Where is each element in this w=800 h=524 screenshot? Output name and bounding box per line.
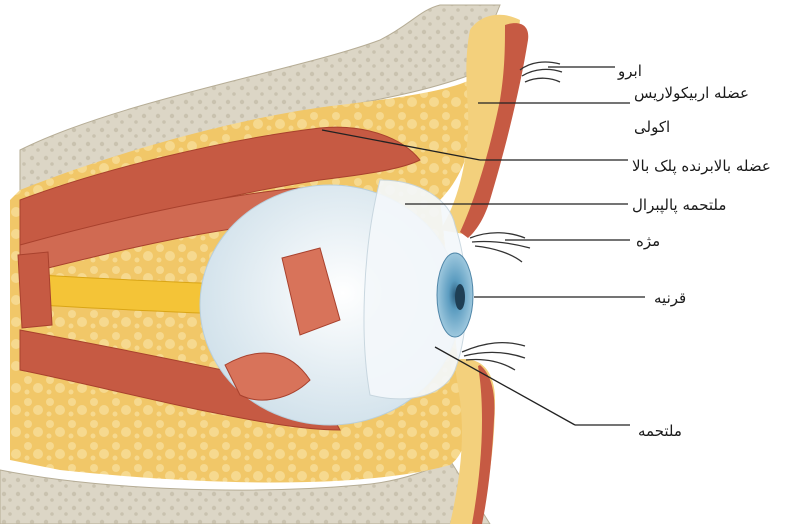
- label-eyelid-skin: اکولی: [634, 118, 671, 136]
- leader-lines: [321, 66, 645, 426]
- orbicularis-muscle-upper: [460, 23, 529, 238]
- label-palpebral-conjunctiva: ملتحمه پالپبرال: [632, 196, 727, 214]
- pupil: [455, 284, 465, 310]
- upper-eyelashes: [469, 232, 531, 263]
- label-levator-muscle: عضله بالابرنده پلک بالا: [632, 157, 771, 175]
- leader-conjunctiva: [434, 346, 576, 426]
- label-orbicularis-muscle: عضله اربیکولاریس: [634, 84, 749, 102]
- label-conjunctiva: ملتحمه: [638, 422, 682, 440]
- orbicularis-muscle-lower: [472, 365, 495, 524]
- upper-eyelid-tissue: [440, 14, 520, 235]
- eyebrow-hairs: [519, 61, 563, 83]
- label-eyebrow: ابرو: [618, 62, 642, 80]
- cut-muscle-left: [17, 251, 53, 329]
- label-cornea: قرنیه: [654, 289, 687, 307]
- cornea: [436, 252, 474, 338]
- label-eyelash: مژه: [636, 232, 661, 250]
- leader-levator: [321, 129, 481, 161]
- lower-eyelashes: [461, 342, 526, 371]
- oblique-muscle-on-globe: [281, 247, 341, 336]
- inferior-muscle-on-globe: [224, 352, 311, 401]
- conjunctiva-layer: [363, 179, 467, 400]
